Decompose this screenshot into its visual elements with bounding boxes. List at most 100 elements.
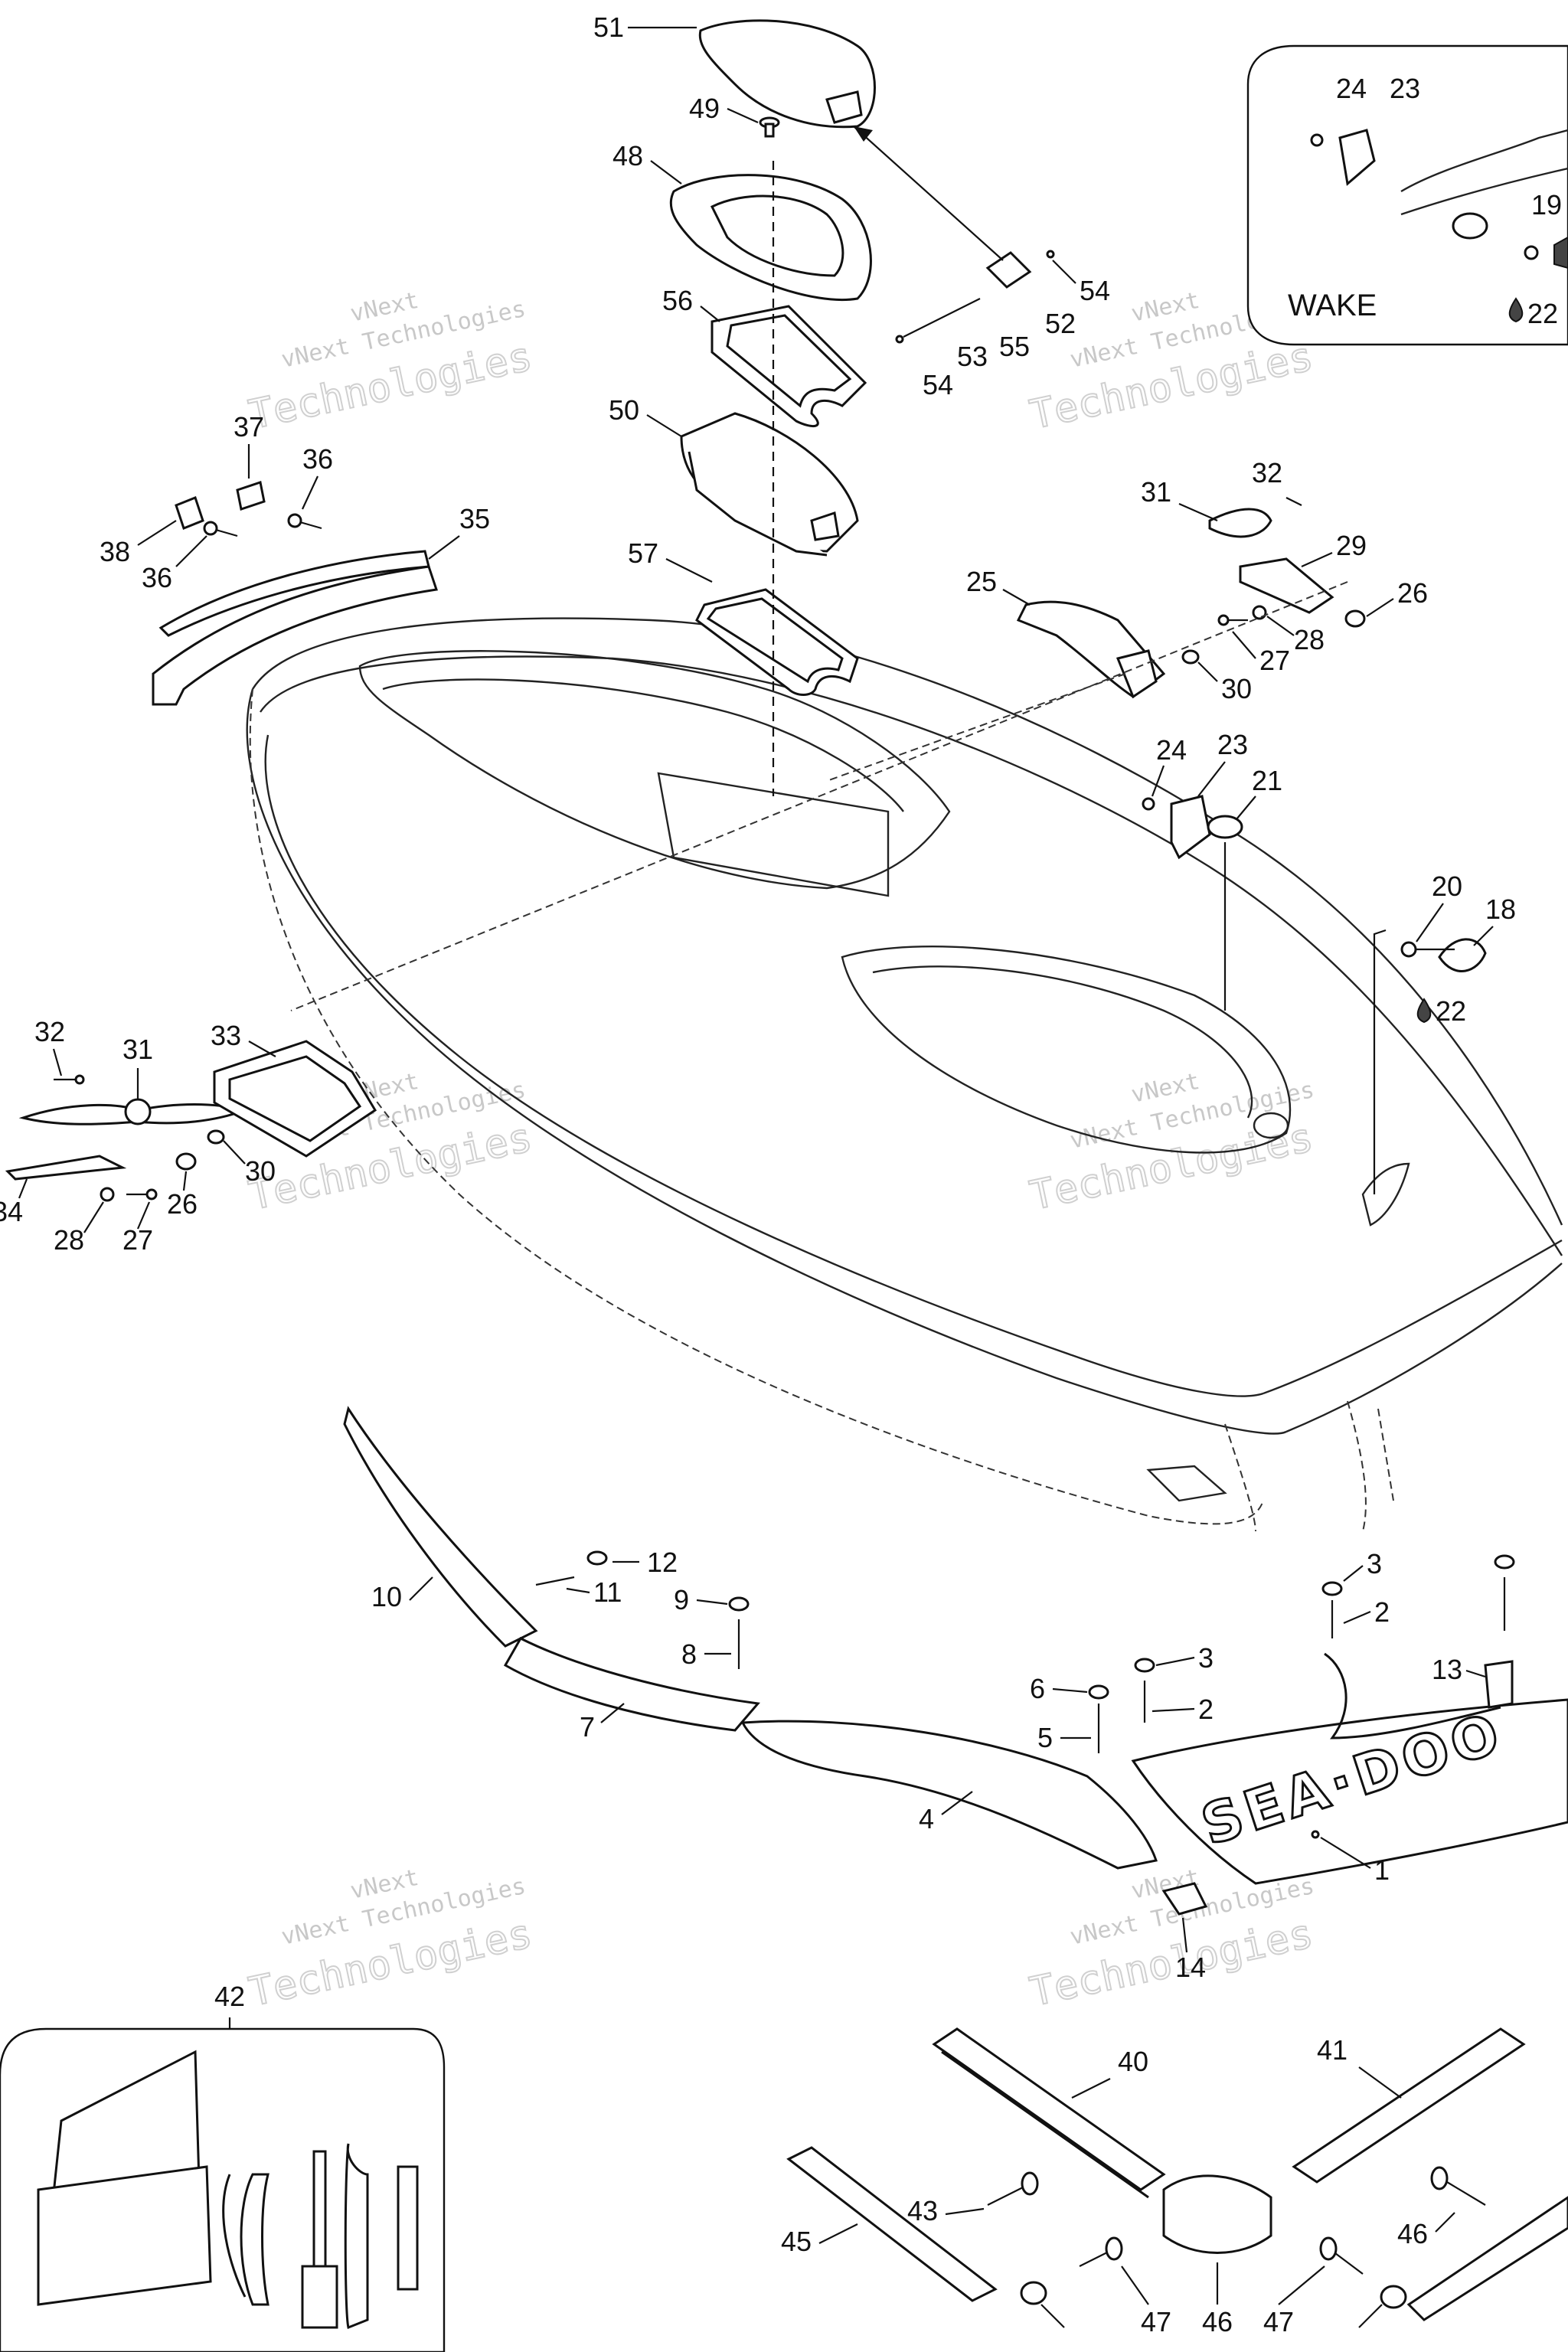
screw-part-32-left: [54, 1074, 85, 1085]
callout-46: 47: [1263, 2306, 1294, 2337]
storage-cover-part-51: [698, 19, 876, 129]
callout-31: 31: [122, 1034, 153, 1065]
callout-23: 23: [1217, 729, 1248, 760]
watermark-bottom-right: vNext vNext Technologies Technologies: [1025, 1864, 1318, 2017]
callout-56: 56: [662, 285, 693, 316]
rivet-parts-46: [1079, 2236, 1364, 2275]
hull-deck: [246, 617, 1563, 1532]
callout-10: 10: [371, 1581, 402, 1612]
decal-part-7: [503, 1637, 760, 1732]
callout-54: 54: [1080, 275, 1110, 306]
callout-34: 34: [0, 1196, 23, 1227]
watermark-top-left: vNext vNext Technologies Technologies: [244, 287, 537, 439]
storage-bezel-part-48: [669, 174, 872, 302]
callout-40: 43: [907, 2195, 938, 2226]
washer-part-28-right: [1252, 605, 1267, 620]
pin-part-53-55: [895, 250, 1055, 344]
washer-part-28-left: [100, 1187, 115, 1202]
side-rail-part-35: [152, 550, 438, 706]
rivet-parts-2-3: [1134, 1554, 1515, 1723]
trim-strip-part-43: [1406, 2196, 1568, 2321]
assembly-guideline: [826, 673, 1126, 782]
screw-part-27-left: [126, 1188, 158, 1200]
callout-9: 9: [674, 1584, 689, 1615]
callout-26: 26: [1397, 577, 1428, 609]
rivet-parts-5-6: [1088, 1684, 1109, 1753]
callout-29: 29: [1336, 530, 1367, 561]
clip-part-37: [236, 481, 266, 511]
callout-19: 19: [1531, 189, 1562, 220]
callout-43: 46: [1397, 2218, 1428, 2249]
callout-2: 2: [1374, 1596, 1390, 1628]
callout-36: 36: [142, 562, 172, 593]
callout-25: 25: [966, 566, 997, 597]
inset-label-wake: WAKE: [1288, 289, 1377, 322]
callout-4: 4: [919, 1803, 934, 1834]
screw-part-26-right: [1344, 609, 1366, 628]
callout-58: 42: [214, 1981, 245, 2012]
callout-5: 5: [1037, 1722, 1053, 1753]
callout-30: 30: [245, 1155, 276, 1187]
plugs-part-47: [1020, 2281, 1407, 2309]
sealant-drop-icon: [1508, 297, 1524, 323]
callout-52: 52: [1045, 308, 1076, 339]
callout-28: 28: [54, 1224, 84, 1256]
callout-27: 27: [122, 1224, 153, 1256]
callout-42: 41: [1317, 2034, 1348, 2066]
callout-27: 27: [1259, 645, 1290, 676]
callout-54: 54: [923, 369, 953, 400]
rivet-part-40: [987, 2171, 1039, 2206]
callout-14: 14: [1175, 1952, 1206, 1983]
callout-8: 8: [681, 1638, 697, 1670]
cover-part-34: [5, 1155, 127, 1181]
arrow-line: [853, 126, 1004, 261]
callout-labels: 51 49 48 56 50 57 54 52 53 55 54 37 36 3…: [0, 11, 1516, 2337]
assembly-guideline: [290, 581, 1348, 1011]
callout-49: 49: [689, 93, 720, 124]
callout-24: 24: [1336, 73, 1367, 104]
rivet-parts-8-9: [728, 1596, 750, 1669]
cover-part-29: [1239, 557, 1334, 614]
callout-30: 30: [1221, 673, 1252, 704]
corner-piece-part-45: [1162, 2174, 1272, 2254]
inset-tool-kit: 42: [0, 1981, 446, 2352]
callout-6: 6: [1030, 1673, 1045, 1704]
callout-18: 18: [1485, 893, 1516, 925]
callout-12: 12: [647, 1547, 678, 1578]
callout-51: 51: [593, 11, 624, 43]
rivet-part-43-right: [1430, 2166, 1486, 2206]
callout-32: 32: [34, 1016, 65, 1047]
callout-46: 47: [1141, 2306, 1171, 2337]
trim-strip-part-42: [1292, 2027, 1526, 2184]
watermark-mid-right: vNext vNext Technologies Technologies: [1025, 1068, 1318, 1220]
callout-11: 11: [593, 1576, 622, 1608]
trim-strip-part-39: [932, 2027, 1166, 2199]
screw-part-26-left: [175, 1152, 197, 1171]
callout-13: 13: [1432, 1654, 1462, 1685]
trim-part-31-left: [18, 1098, 250, 1125]
callout-21: 21: [1252, 765, 1282, 796]
callout-3: 3: [1367, 1548, 1382, 1579]
nut-part-24: [1142, 797, 1155, 811]
screw-part-30-left: [207, 1129, 225, 1145]
watermark-bottom-left: vNext vNext Technologies Technologies: [244, 1864, 537, 2017]
vent-part-25: [1016, 600, 1166, 699]
latch-part-52: [985, 251, 1032, 289]
callout-20: 20: [1432, 871, 1462, 902]
callout-50: 50: [609, 394, 639, 426]
storage-bin-part-50: [680, 412, 859, 557]
screw-part-49: [759, 116, 780, 138]
assembly-guideline: [1373, 929, 1387, 1194]
callout-26: 26: [167, 1188, 198, 1220]
trim-strip-part-41: [786, 2146, 998, 2302]
callout-39: 40: [1118, 2046, 1148, 2077]
trim-part-31-right: [1208, 508, 1272, 538]
callout-3: 3: [1198, 1642, 1214, 1674]
bracket-part-13: [1484, 1660, 1514, 1709]
callout-31: 31: [1141, 476, 1171, 508]
screw-part-27-right: [1217, 614, 1248, 626]
rivet-parts-11-12: [535, 1550, 608, 1586]
callout-37: 37: [234, 411, 264, 443]
callout-1: 1: [1374, 1854, 1390, 1886]
